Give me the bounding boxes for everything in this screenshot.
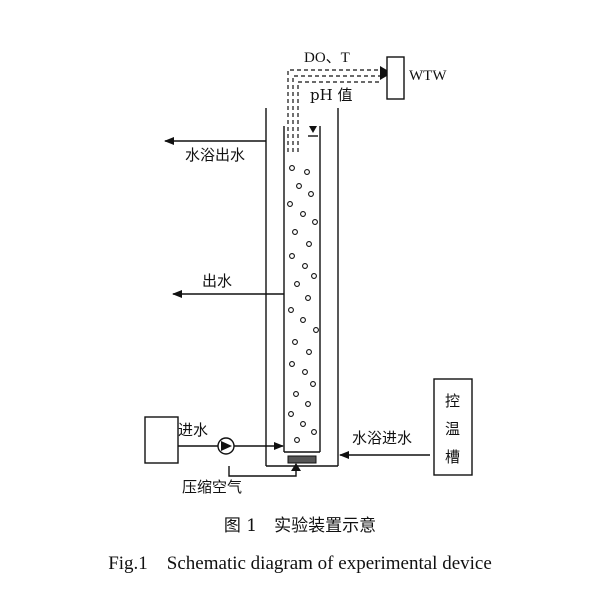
reactor-outer-jacket [265, 108, 339, 467]
air-bubble [300, 317, 306, 323]
air-bubble [289, 361, 295, 367]
effluent-label: 出水 [202, 272, 232, 290]
air-bubble [313, 327, 319, 333]
air-bubbles [287, 165, 319, 443]
air-bubble [310, 381, 316, 387]
air-bubble [287, 201, 293, 207]
probe-arrow [380, 66, 392, 80]
compressed-air-label: 压缩空气 [182, 478, 242, 496]
air-bubble [289, 253, 295, 259]
air-bubble [292, 229, 298, 235]
air-bubble [305, 401, 311, 407]
influent-label: 进水 [178, 421, 208, 439]
temp-control-char-3: 槽 [445, 448, 460, 466]
figure-caption-en: Fig.1 Schematic diagram of experimental … [108, 553, 492, 574]
air-bubble [293, 391, 299, 397]
bath-in-label: 水浴进水 [352, 429, 412, 447]
air-bubble [306, 349, 312, 355]
air-bubble [288, 411, 294, 417]
air-bubble [294, 437, 300, 443]
bath-out-label: 水浴出水 [185, 146, 245, 164]
air-bubble [292, 339, 298, 345]
temp-control-char-1: 控 [445, 392, 460, 410]
air-bubble [288, 307, 294, 313]
air-bubble [302, 369, 308, 375]
temp-control-char-2: 温 [445, 420, 460, 438]
air-bubble [302, 263, 308, 269]
wtw-label: WTW [409, 68, 447, 84]
air-bubble [312, 219, 318, 225]
ph-label: pH 值 [310, 86, 352, 104]
figure-caption-cn: 图 1 实验装置示意 [224, 516, 376, 536]
air-bubble [305, 295, 311, 301]
air-bubble [306, 241, 312, 247]
water-level-marker [309, 126, 317, 133]
air-bubble [311, 429, 317, 435]
influent-tank [144, 416, 179, 464]
air-bubble [304, 169, 310, 175]
sensor-probe-lines [287, 69, 382, 152]
wtw-meter-box [386, 56, 405, 100]
do-t-label: DO、T [304, 50, 350, 66]
air-bubble [300, 211, 306, 217]
air-bubble [296, 183, 302, 189]
pump-icon [217, 437, 235, 455]
air-bubble [311, 273, 317, 279]
reactor-inner-column [283, 126, 321, 453]
air-bubble [289, 165, 295, 171]
air-bubble [294, 281, 300, 287]
aerator [287, 455, 317, 464]
air-bubble [308, 191, 314, 197]
temperature-control-tank [433, 378, 473, 476]
air-bubble [300, 421, 306, 427]
compressed-air-arrowhead [291, 463, 301, 471]
